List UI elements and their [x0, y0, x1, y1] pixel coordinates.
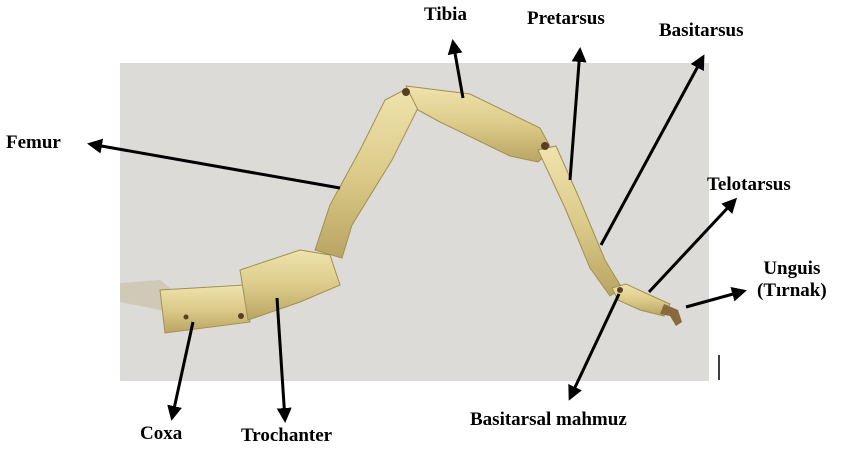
label-coxa: Coxa — [140, 423, 182, 445]
label-femur: Femur — [6, 132, 61, 154]
label-unguis: Unguis (Tırnak) — [757, 258, 827, 302]
label-tibia: Tibia — [424, 4, 467, 26]
label-trochanter: Trochanter — [241, 425, 332, 447]
label-pretarsus: Pretarsus — [527, 8, 605, 30]
label-basitarsus: Basitarsus — [659, 20, 743, 42]
label-unguis-line2: (Tırnak) — [757, 280, 827, 302]
label-basitarsal-mahmuz: Basitarsal mahmuz — [470, 409, 627, 431]
label-unguis-line1: Unguis — [757, 258, 827, 280]
label-telotarsus: Telotarsus — [707, 174, 791, 196]
